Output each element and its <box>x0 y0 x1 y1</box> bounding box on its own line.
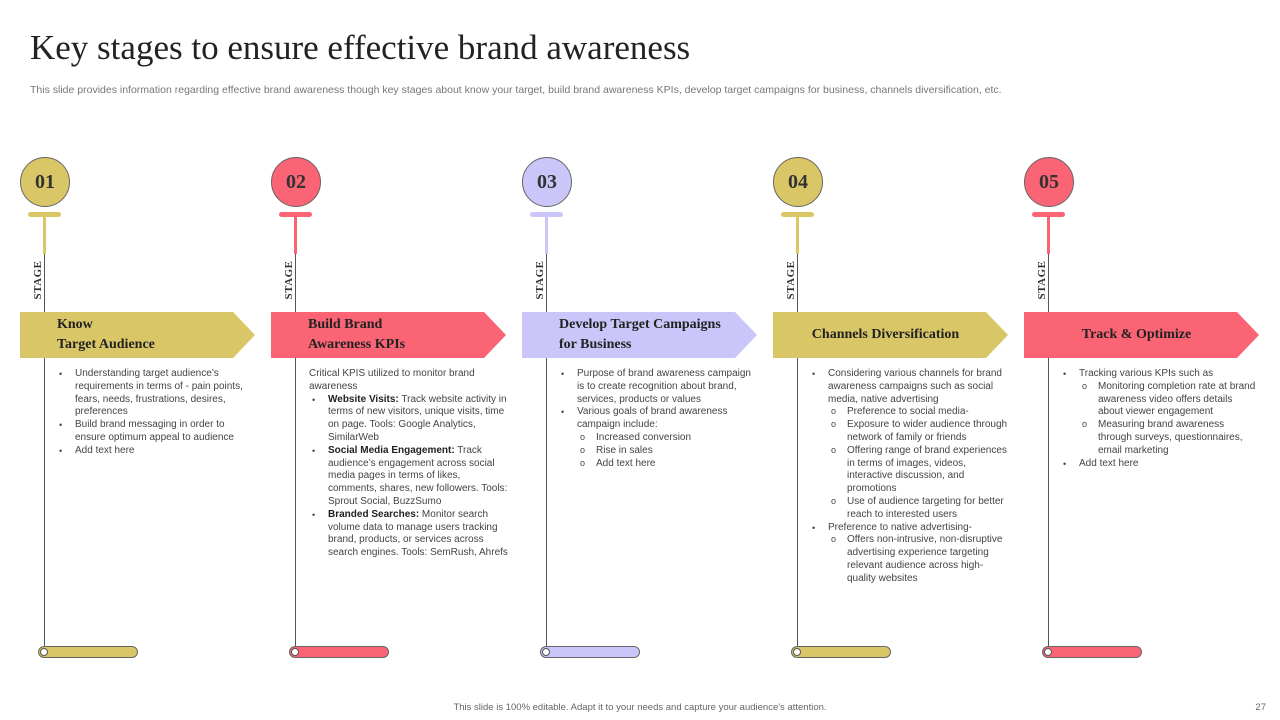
stage-label: STAGE <box>32 260 44 300</box>
stage-connector-cap <box>279 212 312 217</box>
stage-label: STAGE <box>785 260 797 300</box>
stage-number-circle: 04 <box>773 157 823 207</box>
sub-list-item: Add text here <box>558 457 758 471</box>
page-title: Key stages to ensure effective brand awa… <box>30 28 691 67</box>
stage-connector-stem <box>1047 217 1050 254</box>
footer-note: This slide is 100% editable. Adapt it to… <box>453 702 827 713</box>
list-item: Build brand messaging in order to ensure… <box>56 419 256 445</box>
list-item: Considering various channels for brand a… <box>809 368 1009 406</box>
stage-banner-title: Channels Diversification <box>811 327 960 342</box>
stage-end-dot <box>40 648 48 656</box>
stage-timeline-line <box>546 254 547 650</box>
sub-list-item: Measuring brand awareness through survey… <box>1060 418 1260 457</box>
sub-list-item: Monitoring completion rate at brand awar… <box>1060 380 1260 419</box>
stage-timeline-line <box>44 254 45 650</box>
stage-end-pill <box>791 646 891 658</box>
page-subtitle: This slide provides information regardin… <box>30 84 1002 96</box>
stage-number-circle: 02 <box>271 157 321 207</box>
list-item: Tracking various KPIs such as <box>1060 368 1260 381</box>
stage-4: 04 STAGE Channels Diversification Consid… <box>773 0 1023 720</box>
stage-number-circle: 03 <box>522 157 572 207</box>
stage-connector-stem <box>796 217 799 254</box>
stage-timeline-line <box>295 254 296 650</box>
stage-connector-stem <box>43 217 46 254</box>
stage-connector-cap <box>781 212 814 217</box>
stage-timeline-line <box>797 254 798 650</box>
list-item: Add text here <box>1060 458 1260 471</box>
sub-list-item: Offering range of brand experiences in t… <box>809 444 1009 496</box>
stage-banner: Track & Optimize <box>1024 312 1259 358</box>
stage-label: STAGE <box>1036 260 1048 300</box>
list-item: Website Visits: Track website activity i… <box>309 394 509 445</box>
stage-connector-stem <box>545 217 548 254</box>
list-intro: Critical KPIS utilized to monitor brand … <box>309 368 475 392</box>
stage-end-pill <box>1042 646 1142 658</box>
stage-5: 05 STAGE Track & Optimize Tracking vario… <box>1024 0 1274 720</box>
stage-end-dot <box>793 648 801 656</box>
stage-end-dot <box>1044 648 1052 656</box>
stage-banner: Channels Diversification <box>773 312 1008 358</box>
list-item: Add text here <box>56 445 256 458</box>
list-item: Understanding target audience’s requirem… <box>56 368 256 419</box>
list-item: Branded Searches: Monitor search volume … <box>309 509 509 560</box>
sub-list-item: Increased conversion <box>558 431 758 445</box>
stage-end-dot <box>542 648 550 656</box>
stage-connector-cap <box>28 212 61 217</box>
sub-list-item: Preference to social media- <box>809 405 1009 419</box>
list-item: Social Media Engagement: Track audience’… <box>309 445 509 509</box>
stage-number-circle: 05 <box>1024 157 1074 207</box>
list-item: Preference to native advertising- <box>809 522 1009 535</box>
list-item: Various goals of brand awareness campaig… <box>558 406 758 432</box>
stage-content: Purpose of brand awareness campaign is t… <box>558 368 758 470</box>
sub-list-item: Exposure to wider audience through netwo… <box>809 418 1009 445</box>
stage-connector-stem <box>294 217 297 254</box>
stage-label: STAGE <box>534 260 546 300</box>
stage-timeline-line <box>1048 254 1049 650</box>
stage-label: STAGE <box>283 260 295 300</box>
sub-list-item: Use of audience targeting for better rea… <box>809 495 1009 522</box>
stage-end-pill <box>38 646 138 658</box>
sub-list-item: Offers non-intrusive, non-disruptive adv… <box>809 533 1009 585</box>
stage-content: Considering various channels for brand a… <box>809 368 1009 586</box>
list-item: Purpose of brand awareness campaign is t… <box>558 368 758 406</box>
stage-banner-title: Track & Optimize <box>1081 327 1192 342</box>
stage-connector-cap <box>530 212 563 217</box>
stage-content: Understanding target audience’s requirem… <box>56 368 256 458</box>
stage-end-pill <box>540 646 640 658</box>
stage-number-circle: 01 <box>20 157 70 207</box>
sub-list-item: Rise in sales <box>558 444 758 458</box>
stage-connector-cap <box>1032 212 1065 217</box>
stage-content: Tracking various KPIs such as Monitoring… <box>1060 368 1260 470</box>
page-number: 27 <box>1255 702 1266 713</box>
stage-end-pill <box>289 646 389 658</box>
stage-end-dot <box>291 648 299 656</box>
stage-content: Critical KPIS utilized to monitor brand … <box>309 368 509 560</box>
